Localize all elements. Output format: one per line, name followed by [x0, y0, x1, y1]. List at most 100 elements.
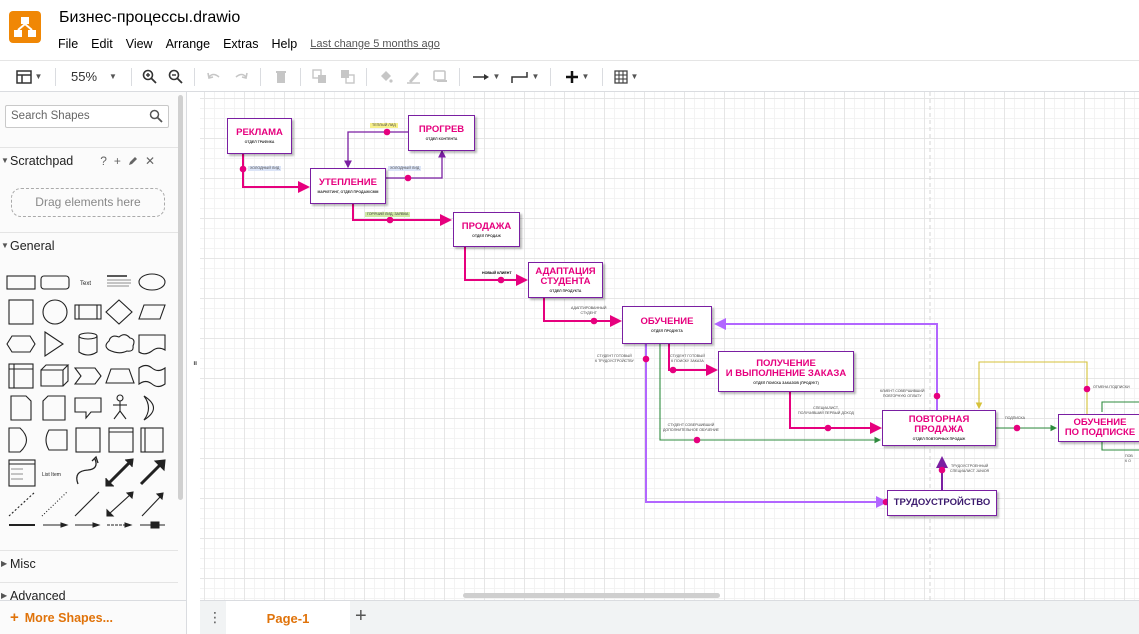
- edge-podpiska-out2[interactable]: [1101, 442, 1139, 451]
- shape-trapezoid[interactable]: [105, 368, 135, 384]
- redo-button[interactable]: [231, 61, 251, 92]
- node-obuchenie[interactable]: ОБУЧЕНИЕ ОТДЕЛ ПРОДУКТА: [622, 306, 712, 344]
- shape-bidirectional-connector[interactable]: [106, 491, 134, 517]
- shadow-button[interactable]: [430, 61, 450, 92]
- waypoint-dot[interactable]: [1083, 385, 1091, 393]
- insert-button[interactable]: ▼: [560, 61, 594, 92]
- scratchpad-header[interactable]: ▼ Scratchpad ? + ✕: [0, 147, 178, 173]
- edge-obuchenie-poluchenie[interactable]: [668, 344, 718, 376]
- undo-button[interactable]: [203, 61, 223, 92]
- shape-bidirectional-arrow[interactable]: [105, 458, 134, 487]
- edge-label[interactable]: ТРУДОУСТРОЕННЫЙ СПЕЦИАЛИСТ JUNIOR: [950, 464, 990, 473]
- delete-button[interactable]: [271, 61, 291, 92]
- waypoint-dot[interactable]: [933, 392, 941, 400]
- table-button[interactable]: ▼: [610, 61, 642, 92]
- scratchpad-drop-area[interactable]: Drag elements here: [11, 188, 165, 217]
- edge-reklama-uteplenie[interactable]: [242, 154, 310, 193]
- shape-tape[interactable]: [138, 364, 166, 388]
- node-obuchenie-podpiska[interactable]: ОБУЧЕНИЕ ПО ПОДПИСКЕ: [1058, 414, 1139, 442]
- shape-cube[interactable]: [40, 364, 70, 387]
- waypoint-dot[interactable]: [239, 165, 247, 173]
- shape-connector-label[interactable]: [75, 522, 101, 528]
- waypoint-dot[interactable]: [824, 424, 832, 432]
- format-panel-button[interactable]: ▼: [12, 61, 46, 92]
- menu-arrange[interactable]: Arrange: [165, 37, 211, 51]
- edge-label[interactable]: СТУДЕНТ ГОТОВЫЙ К ТРУДОУСТРОЙСТВУ: [595, 354, 634, 363]
- shape-swimlane[interactable]: [140, 427, 164, 453]
- shape-card[interactable]: [42, 395, 66, 421]
- node-adaptaciya[interactable]: АДАПТАЦИЯ СТУДЕНТА ОТДЕЛ ПРОДУКТА: [528, 262, 603, 298]
- node-povtornaya[interactable]: ПОВТОРНАЯ ПРОДАЖА ОТДЕЛ ПОВТОРНЫХ ПРОДАЖ: [882, 410, 996, 446]
- waypoint-dot[interactable]: [386, 216, 394, 224]
- zoom-out-button[interactable]: [165, 61, 185, 92]
- shape-rounded-rectangle[interactable]: [40, 275, 70, 290]
- edge-label[interactable]: СПЕЦИАЛИСТ, ПОЛУЧИВШИЙ ПЕРВЫЙ ДОХОД: [798, 406, 854, 415]
- search-icon[interactable]: [149, 109, 163, 123]
- sidebar-splitter[interactable]: [188, 92, 200, 600]
- edge-povtornaya-obuchenie[interactable]: [714, 318, 938, 410]
- shape-callout[interactable]: [74, 397, 102, 420]
- edge-label[interactable]: АДАПТИРОВАННЫЙ СТУДЕНТ: [571, 306, 607, 315]
- shape-line[interactable]: [74, 491, 100, 517]
- more-shapes-button[interactable]: + More Shapes...: [0, 600, 186, 634]
- menu-help[interactable]: Help: [271, 37, 298, 51]
- edge-label[interactable]: СТУДЕНТ ГОТОВЫЙ К ПОИСКУ ЗАКАЗА: [670, 354, 705, 363]
- line-color-button[interactable]: [403, 61, 423, 92]
- node-reklama[interactable]: РЕКЛАМА ОТДЕЛ ТРАФИКА: [227, 118, 292, 154]
- help-icon[interactable]: ?: [100, 154, 107, 168]
- zoom-select[interactable]: 55%▼: [64, 61, 124, 92]
- sidebar-scrollbar[interactable]: [178, 95, 183, 500]
- waypoint-dot[interactable]: [383, 128, 391, 136]
- shape-cloud[interactable]: [105, 334, 135, 354]
- zoom-in-button[interactable]: [139, 61, 159, 92]
- shape-or[interactable]: [143, 395, 155, 421]
- shape-container[interactable]: [108, 427, 134, 453]
- waypoint-dot[interactable]: [642, 355, 650, 363]
- connection-button[interactable]: ▼: [469, 61, 503, 92]
- general-section-header[interactable]: ▼ General: [0, 232, 178, 258]
- shape-arrow[interactable]: [139, 459, 166, 486]
- edge-podpiska-out[interactable]: [1101, 401, 1139, 412]
- menu-edit[interactable]: Edit: [91, 37, 113, 51]
- shape-note[interactable]: [10, 395, 32, 421]
- edge-obuchenie-povtornaya[interactable]: [659, 344, 882, 444]
- to-back-button[interactable]: [337, 61, 357, 92]
- shape-parallelogram[interactable]: [138, 304, 166, 320]
- shape-square[interactable]: [8, 299, 34, 325]
- shape-step[interactable]: [73, 367, 102, 385]
- shape-list[interactable]: [8, 459, 36, 487]
- edge-label[interactable]: ХОЛОДНЫЙ ЛИД: [248, 166, 282, 171]
- edge-progrev-uteplenie[interactable]: [344, 131, 408, 169]
- node-uteplenie[interactable]: УТЕПЛЕНИЕ МАРКЕТИНГ, ОТДЕЛ ПРОДАЖ/СММ: [310, 168, 386, 204]
- waypoint-dot[interactable]: [404, 174, 412, 182]
- page-tab[interactable]: Page-1: [226, 601, 350, 634]
- shape-internal-storage[interactable]: [8, 363, 34, 389]
- edge-uteplenie-prodazha[interactable]: [352, 204, 452, 226]
- edge-label[interactable]: ХОЛОДНЫЙ ЛИД: [388, 166, 422, 171]
- waypoint-dot[interactable]: [1013, 424, 1021, 432]
- to-front-button[interactable]: [309, 61, 329, 92]
- shape-manual-input[interactable]: [75, 427, 101, 453]
- menu-file[interactable]: File: [58, 37, 79, 51]
- menu-extras[interactable]: Extras: [223, 37, 259, 51]
- edge-label[interactable]: ГОРЯЧИЙ ЛИД, ЗАЯВКА: [365, 212, 411, 217]
- edge-poluchenie-povtornaya[interactable]: [789, 392, 882, 434]
- menu-view[interactable]: View: [125, 37, 153, 51]
- edge-label[interactable]: ОТМЕНА ПОДПИСКИ: [1093, 385, 1130, 389]
- shape-data-storage[interactable]: [45, 429, 68, 451]
- waypoint-dot[interactable]: [693, 436, 701, 444]
- edit-icon[interactable]: [128, 156, 138, 166]
- search-shapes-input[interactable]: Search Shapes: [5, 105, 169, 128]
- shape-rectangle[interactable]: [6, 275, 36, 290]
- edge-label[interactable]: НОВЫЙ КЛИЕНТ: [482, 271, 512, 275]
- node-prodazha[interactable]: ПРОДАЖА ОТДЕЛ ПРОДАЖ: [453, 212, 520, 247]
- shape-text[interactable]: Text: [80, 281, 91, 287]
- waypoint-dot[interactable]: [938, 466, 946, 474]
- shape-list-item[interactable]: List Item: [42, 472, 61, 478]
- diagram-canvas[interactable]: ХОЛОДНЫЙ ЛИД ТЕПЛЫЙ ЛИД ХОЛОДНЫЙ ЛИД ГОР…: [200, 92, 1139, 600]
- shape-ellipse[interactable]: [138, 273, 166, 291]
- shape-directional-connector[interactable]: [141, 492, 164, 517]
- node-poluchenie[interactable]: ПОЛУЧЕНИЕ И ВЫПОЛНЕНИЕ ЗАКАЗА ОТДЕЛ ПОИС…: [718, 351, 854, 392]
- node-trudoustroystvo[interactable]: ТРУДОУСТРОЙСТВО: [887, 490, 997, 516]
- shape-circle[interactable]: [42, 299, 68, 325]
